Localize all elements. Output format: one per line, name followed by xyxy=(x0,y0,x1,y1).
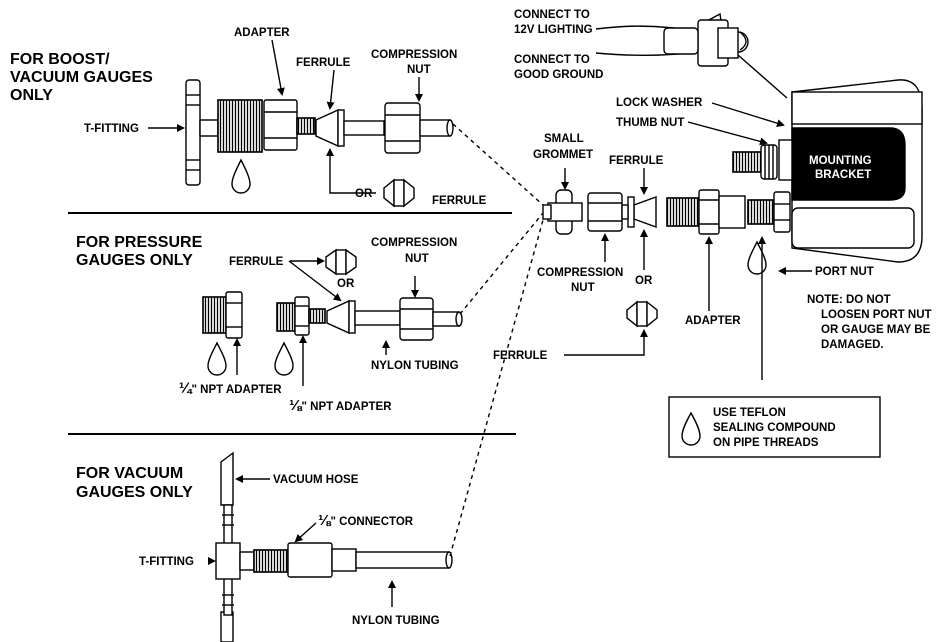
label-thumb-nut: THUMB NUT xyxy=(616,117,684,129)
label-ferrule-alt: FERRULE xyxy=(493,350,548,362)
label-nylon-tubing: NYLON TUBING xyxy=(352,615,440,627)
ferrule-mid xyxy=(326,299,401,335)
teflon-note-text: SEALING COMPOUND xyxy=(713,422,836,434)
t-fitting-top xyxy=(185,79,263,186)
label-t-fitting: T-FITTING xyxy=(84,123,139,135)
label-small-grommet: GROMMET xyxy=(533,149,593,161)
section-title-boost: FOR BOOST/ xyxy=(10,51,110,68)
port-nut xyxy=(747,191,791,233)
label-connect-12v: CONNECT TO xyxy=(514,9,590,21)
adapter-top xyxy=(263,99,316,151)
ferrule-alt-top xyxy=(383,178,415,208)
section-title-pressure: FOR PRESSURE xyxy=(76,234,203,251)
section-title-boost: ONLY xyxy=(10,87,53,104)
label-ferrule: FERRULE xyxy=(229,256,284,268)
vacuum-hose xyxy=(220,451,234,642)
ferrule-alt-mid xyxy=(325,248,357,276)
label-compression-nut: NUT xyxy=(405,253,429,265)
teflon-drop-icon xyxy=(747,240,767,275)
labels: FOR BOOST/ VACUUM GAUGES ONLY FOR PRESSU… xyxy=(10,9,932,627)
ferrule-right xyxy=(627,196,657,228)
thumb-nut xyxy=(732,144,778,180)
label-compression-nut: COMPRESSION xyxy=(537,267,623,279)
small-grommet xyxy=(542,189,583,235)
label-or: OR xyxy=(337,278,355,290)
wires xyxy=(595,25,699,56)
section-title-vacuum: GAUGES ONLY xyxy=(76,484,193,501)
t-fitting-bottom xyxy=(215,504,289,616)
teflon-note-text: USE TEFLON xyxy=(713,407,786,419)
label-lock-washer: LOCK WASHER xyxy=(616,97,703,109)
label-compression-nut: COMPRESSION xyxy=(371,237,457,249)
teflon-drop-icon xyxy=(681,411,701,446)
label-connect-ground: CONNECT TO xyxy=(514,54,590,66)
label-vacuum-hose: VACUUM HOSE xyxy=(273,474,359,486)
teflon-note-box xyxy=(668,396,881,458)
note-text: NOTE: DO NOT xyxy=(807,294,891,306)
label-ferrule-alt: FERRULE xyxy=(432,195,487,207)
dashed-routing-lines xyxy=(449,123,544,557)
adapter-right xyxy=(666,189,746,235)
label-mounting-bracket: BRACKET xyxy=(815,169,871,181)
label-mounting-bracket: MOUNTING xyxy=(809,155,872,167)
note-text: OR GAUGE MAY BE xyxy=(821,324,931,336)
mounting-bracket xyxy=(791,127,906,201)
label-or: OR xyxy=(635,275,653,287)
label-npt-quarter: ¼" NPT ADAPTER xyxy=(179,380,282,397)
label-small-grommet: SMALL xyxy=(544,133,584,145)
compression-nut-mid xyxy=(399,297,463,341)
label-adapter: ADAPTER xyxy=(685,315,741,327)
ferrule-alt-right xyxy=(626,300,658,328)
label-ferrule: FERRULE xyxy=(609,155,664,167)
npt-adapter-eighth xyxy=(276,296,326,336)
compression-nut-top xyxy=(384,102,454,154)
label-npt-eighth: ⅛" NPT ADAPTER xyxy=(289,397,392,414)
teflon-drop-icon xyxy=(207,341,227,376)
label-adapter: ADAPTER xyxy=(234,27,290,39)
label-nylon-tubing: NYLON TUBING xyxy=(371,360,459,372)
label-connect-12v: 12V LIGHTING xyxy=(514,24,593,36)
label-compression-nut: NUT xyxy=(407,64,431,76)
ferrule-top xyxy=(315,108,385,148)
leader-lines xyxy=(148,39,812,607)
section-title-boost: VACUUM GAUGES xyxy=(10,69,153,86)
teflon-drop-icon xyxy=(274,341,294,376)
label-connect-ground: GOOD GROUND xyxy=(514,69,603,81)
compression-nut-right xyxy=(587,192,629,232)
connector-eighth xyxy=(287,542,453,578)
label-connector: ⅛" CONNECTOR xyxy=(318,512,414,529)
gauge-body xyxy=(778,79,923,263)
label-port-nut: PORT NUT xyxy=(815,266,874,278)
label-compression-nut: NUT xyxy=(571,282,595,294)
npt-adapter-quarter xyxy=(202,291,243,339)
note-text: DAMAGED. xyxy=(821,339,884,351)
label-or: OR xyxy=(355,188,373,200)
section-title-vacuum: FOR VACUUM xyxy=(76,465,183,482)
label-t-fitting: T-FITTING xyxy=(139,556,194,568)
teflon-note-text: ON PIPE THREADS xyxy=(713,437,819,449)
label-ferrule: FERRULE xyxy=(296,57,351,69)
label-compression-nut: COMPRESSION xyxy=(371,49,457,61)
section-title-pressure: GAUGES ONLY xyxy=(76,252,193,269)
teflon-drop-icon xyxy=(231,158,251,194)
gauge-connector xyxy=(697,12,788,99)
note-text: LOOSEN PORT NUT xyxy=(821,309,932,321)
